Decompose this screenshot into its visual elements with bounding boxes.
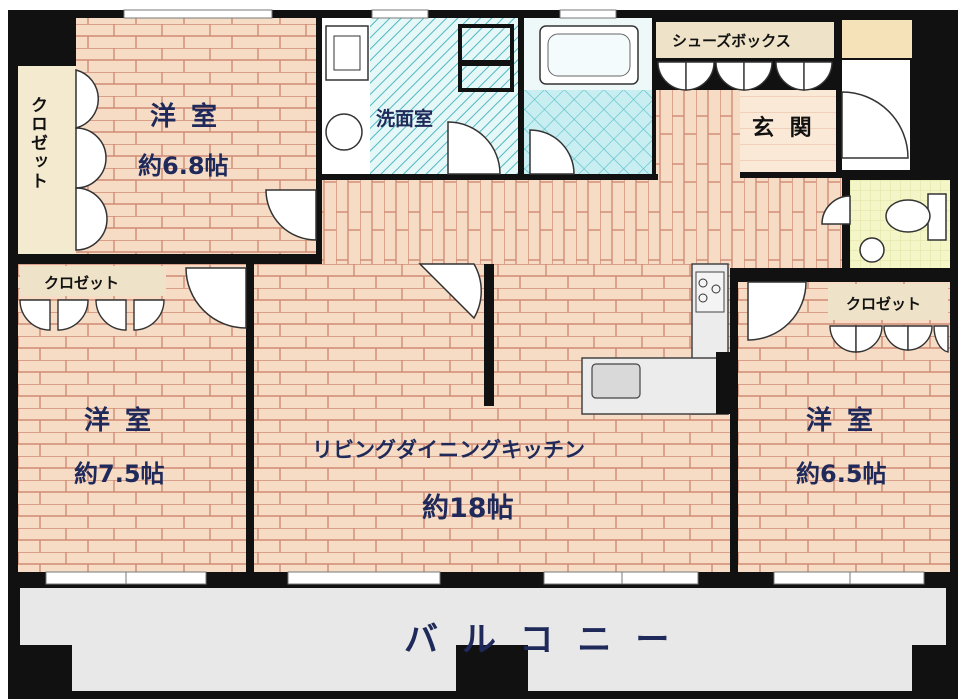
washbasin (325, 113, 363, 151)
shoebox-doors (657, 61, 833, 91)
room2-closet-doors (19, 299, 165, 331)
hall-floor (322, 178, 842, 268)
room2-name: 洋 室 (84, 406, 155, 436)
closet-room3-tag (828, 284, 948, 320)
kitchen-sink (591, 363, 641, 399)
room2-door (185, 267, 247, 329)
toilet-door (821, 195, 851, 225)
entrance-door (841, 91, 909, 159)
left-closet-doors (75, 69, 108, 251)
room1-size: 約6.8帖 (138, 152, 229, 180)
toilet-sink (859, 237, 885, 263)
room3-closet-doors (829, 325, 949, 353)
room1-door (265, 189, 317, 241)
hall-floor-upper (656, 90, 740, 180)
left-closet-floor (18, 66, 76, 254)
ldk-size: 約18帖 (422, 493, 514, 524)
outdoor-box (842, 20, 912, 58)
room1-name: 洋 室 (150, 102, 221, 132)
ldk-door (418, 263, 482, 320)
room3-size: 約6.5帖 (796, 460, 887, 488)
room2-size: 約7.5帖 (74, 460, 165, 488)
room3-name: 洋 室 (806, 406, 877, 436)
bath-door (529, 129, 575, 175)
room3-door (747, 281, 807, 341)
entrance-name: 玄 関 (752, 116, 816, 141)
washroom-door (447, 121, 501, 175)
shoebox-tag (656, 22, 834, 58)
ldk-name: リビングダイニングキッチン (312, 438, 585, 462)
closet-room3-label: クロゼット (846, 295, 922, 313)
balcony-label: バルコニー (404, 620, 694, 660)
closet-room2-label: クロゼット (44, 274, 120, 292)
stove (695, 271, 725, 313)
shoebox-label: シューズボックス (672, 32, 791, 50)
washroom-name: 洗面室 (376, 108, 434, 130)
entrance-floor (740, 90, 836, 174)
closet-room2-tag (20, 266, 166, 296)
toilet-bowl (885, 199, 931, 233)
closet-left-label: クロゼット (27, 96, 47, 191)
washer (325, 25, 369, 81)
